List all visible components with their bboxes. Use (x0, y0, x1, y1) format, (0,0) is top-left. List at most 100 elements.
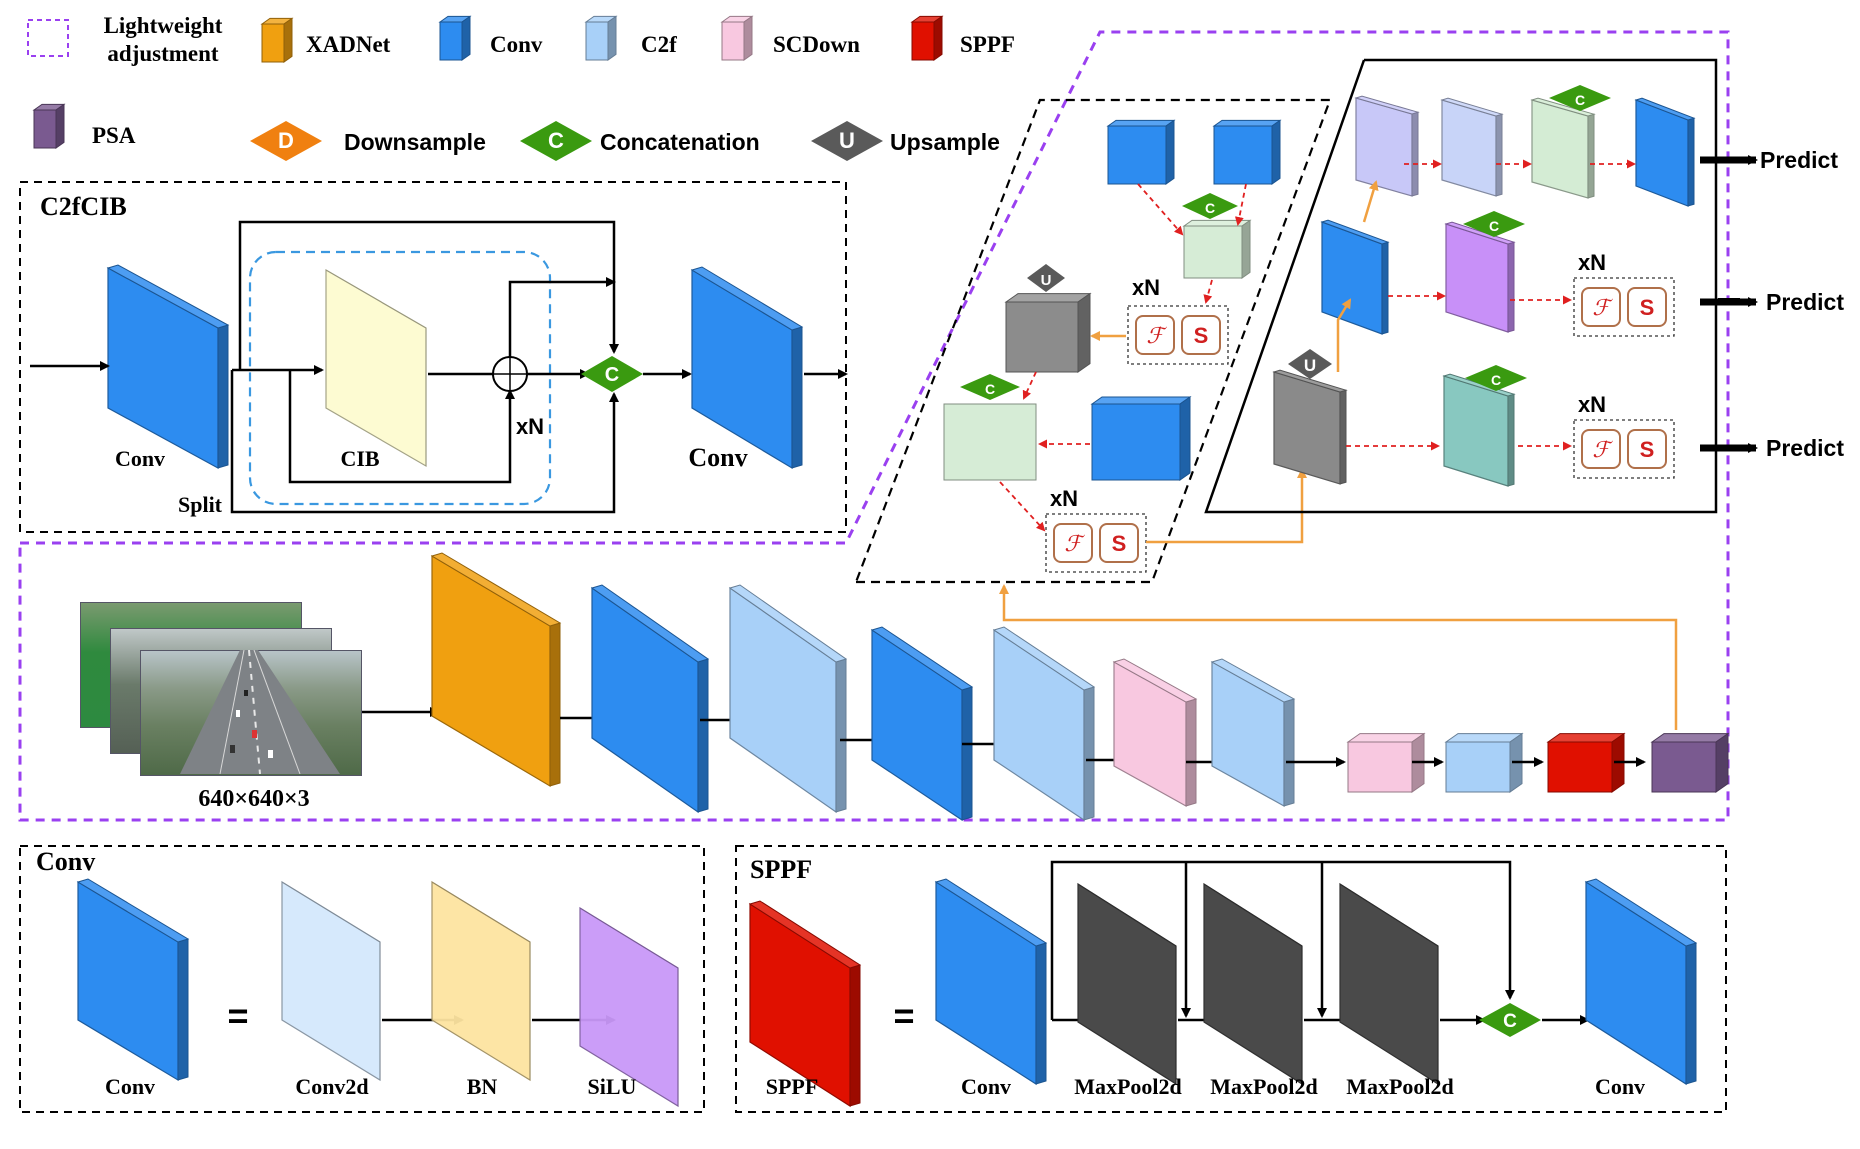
neck-conv-3 (1090, 396, 1192, 481)
conv-panel-title: Conv (36, 847, 95, 876)
sppf-panel (735, 845, 1727, 1113)
head-xn-2: xN (1578, 392, 1606, 417)
sppf-panel-maxpool-1 (1077, 882, 1177, 1086)
head-concat-2: C (1463, 211, 1525, 237)
sppf-panel-sppf-label: SPPF (766, 1074, 819, 1099)
predict-label-1: Predict (1760, 147, 1838, 173)
sppf-panel-title: SPPF (750, 855, 812, 884)
head-conv-top (1634, 97, 1696, 207)
conv-panel (19, 845, 705, 1113)
conv-panel-conv-label: Conv (105, 1074, 155, 1099)
symbol-letter: C (1205, 200, 1215, 216)
symbol-letter: C (548, 128, 564, 153)
conv-panel-bn-label: BN (467, 1074, 498, 1099)
connector (238, 220, 619, 370)
head-psa-mid (1444, 221, 1516, 333)
connector (1022, 371, 1037, 400)
connector (999, 584, 1678, 730)
legend-sppf-swatch (910, 15, 944, 61)
legend-lightweight-label: Lightweight adjustment (103, 13, 223, 66)
backbone-sppf (1546, 732, 1626, 793)
head-psa-1 (1354, 95, 1420, 197)
f-symbol: ℱ (1064, 532, 1085, 557)
legend-upsample-icon: U (811, 121, 883, 161)
f-symbol: ℱ (1146, 324, 1167, 349)
sppf-panel-sppf (748, 900, 862, 1108)
symbol-letter: D (278, 128, 294, 153)
neck-c2f-mid (943, 403, 1037, 481)
equals-sign: = (227, 995, 248, 1036)
connector (1234, 183, 1247, 226)
symbol-letter: U (1304, 356, 1316, 375)
neck-upsample-block (1004, 292, 1092, 373)
legend-psa-swatch (32, 103, 66, 149)
legend-xadnet-swatch (260, 17, 294, 63)
connector (1362, 180, 1379, 223)
sppf-panel-conv-out-label: Conv (1595, 1074, 1645, 1099)
head-c2f-low (1442, 373, 1516, 487)
neck-upsample-icon: U (1027, 264, 1065, 292)
c2fcib-conv-left (106, 264, 230, 470)
backbone-conv-1 (590, 584, 710, 814)
lightweight-adjustment-outline (18, 30, 1730, 822)
head-region (1204, 58, 1718, 514)
s-symbol: S (1112, 531, 1127, 556)
equals-sign-2: = (893, 995, 914, 1036)
conv-panel-conv2d-label: Conv2d (295, 1074, 368, 1099)
backbone-c2f-2 (992, 626, 1096, 822)
head-psa-2 (1440, 97, 1504, 197)
sppf-panel-conv-out (1584, 878, 1698, 1086)
symbol-letter: C (1489, 218, 1499, 234)
conv-panel-conv (76, 878, 190, 1082)
road-lines (180, 650, 340, 774)
head-upsample-block (1272, 369, 1348, 485)
c2fcib-cib-label: CIB (340, 446, 379, 471)
head-conv-mid (1320, 219, 1390, 335)
conv-panel-conv2d (281, 880, 381, 1082)
symbol-letter: U (1041, 272, 1052, 289)
connector (999, 481, 1046, 532)
conv-panel-bn (431, 880, 531, 1082)
predict-label-3: Predict (1766, 435, 1844, 461)
input-size-label: 640×640×3 (198, 786, 309, 812)
c2fcib-cib-block (325, 268, 427, 468)
symbol-letter: C (985, 381, 995, 397)
legend-downsample-icon: D (250, 121, 322, 161)
backbone-conv-2 (870, 626, 974, 822)
backbone-scdown-small (1346, 732, 1426, 793)
c2fcib-title: C2fCIB (40, 192, 127, 221)
neck-conv-2 (1212, 119, 1282, 185)
backbone-scdown (1112, 658, 1198, 808)
legend-conv-label: Conv (490, 32, 543, 57)
backbone-psa (1650, 732, 1730, 793)
neck-concat-top: C (1182, 193, 1238, 219)
c2fcib-split-label: Split (178, 492, 223, 517)
symbol-letter: C (1491, 372, 1501, 388)
head-xn-1: xN (1578, 250, 1606, 275)
sppf-panel-conv-label: Conv (961, 1074, 1011, 1099)
head-upsample-icon: U (1288, 349, 1332, 379)
sppf-panel-maxpool-1-label: MaxPool2d (1074, 1074, 1182, 1099)
connector (230, 370, 619, 514)
connector (1336, 298, 1352, 372)
backbone-xadnet (430, 552, 562, 788)
neck-xn-1: xN (1132, 275, 1160, 300)
symbol-letter: C (1575, 92, 1585, 108)
legend-c2f-label: C2f (641, 32, 677, 57)
connector (508, 277, 616, 357)
f-symbol: ℱ (1592, 296, 1613, 321)
s-symbol: S (1640, 295, 1655, 320)
legend-psa-label: PSA (92, 123, 136, 148)
f-symbol: ℱ (1592, 438, 1613, 463)
c2fcib-conv-left-label: Conv (115, 446, 165, 471)
sppf-panel-maxpool-3-label: MaxPool2d (1346, 1074, 1454, 1099)
symbol-letter: U (839, 128, 855, 153)
s-symbol: S (1640, 437, 1655, 462)
legend-concat-icon: C (520, 121, 592, 161)
predict-label-2: Predict (1766, 289, 1844, 315)
